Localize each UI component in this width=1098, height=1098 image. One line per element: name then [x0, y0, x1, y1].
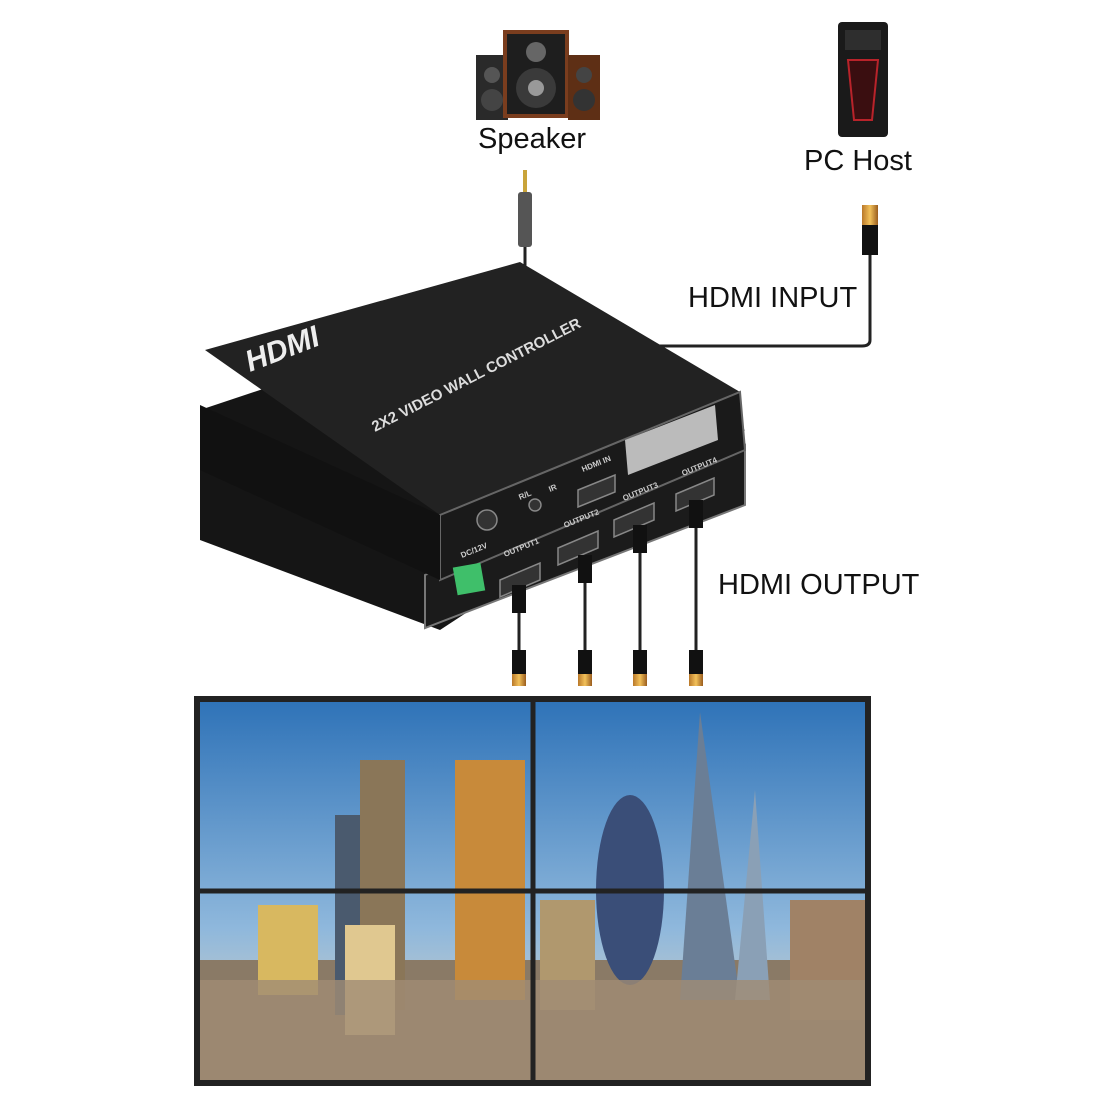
speaker-label: Speaker	[478, 123, 587, 155]
video-wall-controller: HDMI 2X2 VIDEO WALL CONTROLLER HDMI IN I…	[200, 262, 747, 630]
pc-host-label: PC Host	[804, 145, 912, 177]
hdmi-output-label: HDMI OUTPUT	[718, 569, 920, 601]
speaker-icon	[476, 30, 600, 120]
port-label-ir: IR	[547, 482, 558, 493]
video-wall	[194, 696, 871, 1086]
pc-host-icon	[838, 22, 888, 137]
hdmi-output-cables	[512, 500, 703, 686]
hdmi-input-label: HDMI INPUT	[688, 282, 858, 314]
